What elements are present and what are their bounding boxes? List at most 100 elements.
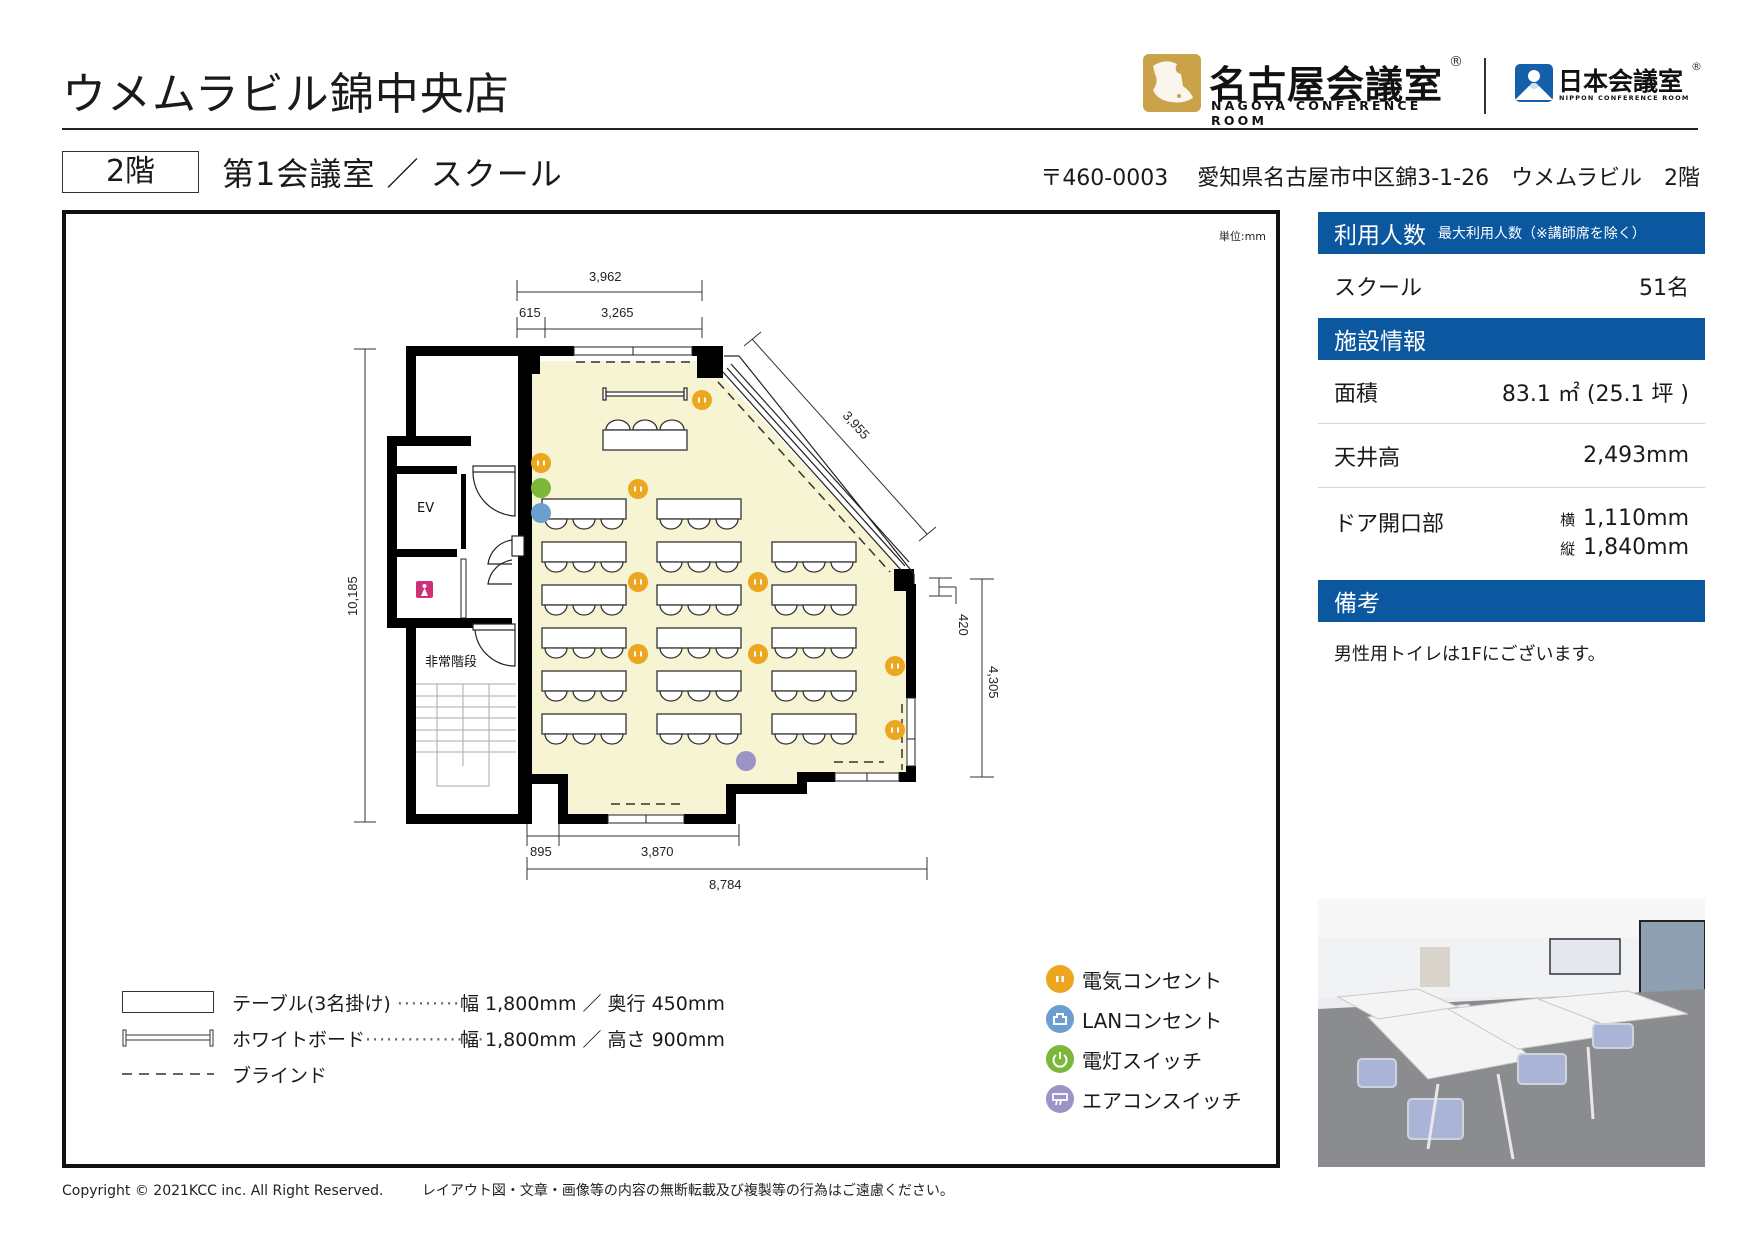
header-divider <box>62 128 1698 130</box>
legend-power-outlet: 電気コンセント <box>1046 959 1242 999</box>
school-table <box>771 670 857 702</box>
footer: Copyright © 2021KCC inc. All Right Reser… <box>62 1180 954 1200</box>
legend-equipment: 電気コンセント LANコンセント 電灯スイッチ エアコンスイッチ <box>1046 959 1242 1119</box>
legend-light-switch: 電灯スイッチ <box>1046 1039 1242 1079</box>
nippon-conference-room-logo: 日本会議室 ® NIPPON CONFERENCE ROOM <box>1515 60 1715 106</box>
registered-mark: ® <box>1691 60 1702 73</box>
door-label: ドア開口部 <box>1334 512 1445 537</box>
copyright: Copyright © 2021KCC inc. All Right Reser… <box>62 1183 384 1199</box>
power-outlet-icon <box>531 453 551 473</box>
school-table <box>541 498 627 530</box>
logo-nagoya-jp: 名古屋会議室 <box>1209 63 1444 107</box>
capacity-value: 51名 <box>1639 276 1689 301</box>
power-outlet-icon <box>628 479 648 499</box>
info-sidebar: 利用人数 最大利用人数（※講師席を除く） スクール 51名 施設情報 面積 83… <box>1318 212 1705 684</box>
area-row: 面積 83.1 ㎡ (25.1 坪 ) <box>1318 360 1705 424</box>
section-subtitle: 最大利用人数（※講師席を除く） <box>1438 226 1646 242</box>
svg-text:3,265: 3,265 <box>601 305 634 320</box>
section-title: 備考 <box>1334 591 1380 617</box>
page-title: ウメムラビル錦中央店 <box>62 69 510 120</box>
legend-label: エアコンスイッチ <box>1082 1088 1242 1113</box>
area-label: 面積 <box>1334 381 1379 407</box>
mount-fuji-logo-icon <box>1515 64 1553 102</box>
school-table <box>656 627 742 659</box>
legend-label: テーブル(3名掛け) <box>232 992 391 1015</box>
ceiling-value: 2,493mm <box>1583 443 1689 468</box>
power-outlet-icon <box>1046 965 1074 993</box>
lan-outlet-icon <box>1046 1005 1074 1033</box>
legend-table: テーブル(3名掛け) ········· 幅 1,800mm ／ 奥行 450m… <box>122 984 725 1020</box>
school-table <box>541 541 627 573</box>
legend-spec: 幅 1,800mm ／ 奥行 450mm <box>460 992 725 1015</box>
door-height: 1,840mm <box>1583 535 1689 560</box>
logo-nagoya-en: NAGOYA CONFERENCE ROOM <box>1211 98 1422 128</box>
notes-header: 備考 <box>1318 580 1705 622</box>
legend-whiteboard: ホワイトボード················· 幅 1,800mm ／ 高さ … <box>122 1020 725 1056</box>
school-table <box>771 541 857 573</box>
copyright-notice: レイアウト図・文章・画像等の内容の無断転載及び複製等の行為はご遠慮ください。 <box>421 1183 954 1199</box>
lan-outlet-icon <box>531 503 551 523</box>
door-width: 1,110mm <box>1583 506 1689 531</box>
unit-label: 単位:mm <box>1218 230 1266 243</box>
light-switch-icon <box>531 478 551 498</box>
legend-spec: 幅 1,800mm ／ 高さ 900mm <box>460 1028 725 1051</box>
school-table <box>656 670 742 702</box>
power-outlet-icon <box>885 656 905 676</box>
notes-text: 男性用トイレは1Fにございます。 <box>1334 644 1606 665</box>
svg-text:420: 420 <box>956 614 971 636</box>
power-outlet-icon <box>885 720 905 740</box>
svg-text:615: 615 <box>519 305 541 320</box>
svg-text:895: 895 <box>530 844 552 859</box>
school-table <box>656 498 742 530</box>
floor-badge: 2階 <box>62 151 199 193</box>
section-title: 施設情報 <box>1334 329 1426 355</box>
legend-label: 電気コンセント <box>1082 968 1222 993</box>
power-outlet-icon <box>628 572 648 592</box>
nagoya-conference-room-logo: 名古屋会議室 ® NAGOYA CONFERENCE ROOM <box>1143 54 1463 128</box>
section-title: 利用人数 <box>1334 223 1426 249</box>
aircon-switch-icon <box>1046 1085 1074 1113</box>
svg-text:3,870: 3,870 <box>641 844 674 859</box>
whiteboard-symbol-icon <box>122 1027 214 1049</box>
address: 〒460-0003 愛知県名古屋市中区錦3-1-26 ウメムラビル 2階 <box>1040 166 1700 191</box>
svg-text:4,305: 4,305 <box>986 666 1001 699</box>
school-table <box>541 670 627 702</box>
registered-mark: ® <box>1449 54 1463 70</box>
blind-symbol-icon <box>122 1063 214 1085</box>
legend-label: ホワイトボード <box>232 1028 366 1051</box>
legend-label: LANコンセント <box>1082 1008 1223 1033</box>
school-table <box>541 713 627 745</box>
school-table <box>771 627 857 659</box>
svg-text:10,185: 10,185 <box>345 576 360 616</box>
school-table <box>541 584 627 616</box>
area-value: 83.1 ㎡ (25.1 坪 ) <box>1501 381 1689 407</box>
svg-text:3,962: 3,962 <box>589 269 622 284</box>
power-outlet-icon <box>628 644 648 664</box>
school-table <box>656 584 742 616</box>
ceiling-row: 天井高 2,493mm <box>1318 424 1705 488</box>
facility-header: 施設情報 <box>1318 318 1705 360</box>
capacity-header: 利用人数 最大利用人数（※講師席を除く） <box>1318 212 1705 254</box>
legend-symbols: テーブル(3名掛け) ········· 幅 1,800mm ／ 奥行 450m… <box>122 984 725 1092</box>
ceiling-label: 天井高 <box>1334 445 1401 471</box>
power-outlet-icon <box>748 644 768 664</box>
svg-text:8,784: 8,784 <box>709 877 742 892</box>
school-table <box>771 713 857 745</box>
logo-divider <box>1484 58 1486 114</box>
svg-text:3,955: 3,955 <box>840 408 873 442</box>
svg-text:非常階段: 非常階段 <box>425 655 477 670</box>
legend-aircon-switch: エアコンスイッチ <box>1046 1079 1242 1119</box>
svg-text:EV: EV <box>417 501 434 516</box>
room-photo <box>1318 899 1705 1167</box>
power-outlet-icon <box>692 390 712 410</box>
logo-nippon-en: NIPPON CONFERENCE ROOM <box>1559 94 1690 102</box>
school-table <box>656 713 742 745</box>
legend-label: ブラインド <box>232 1064 328 1087</box>
school-table <box>771 584 857 616</box>
light-switch-icon <box>1046 1045 1074 1073</box>
capacity-row-school: スクール 51名 <box>1318 254 1705 318</box>
shachihoko-logo-icon <box>1143 54 1201 112</box>
school-table <box>656 541 742 573</box>
table-symbol-icon <box>122 991 214 1013</box>
